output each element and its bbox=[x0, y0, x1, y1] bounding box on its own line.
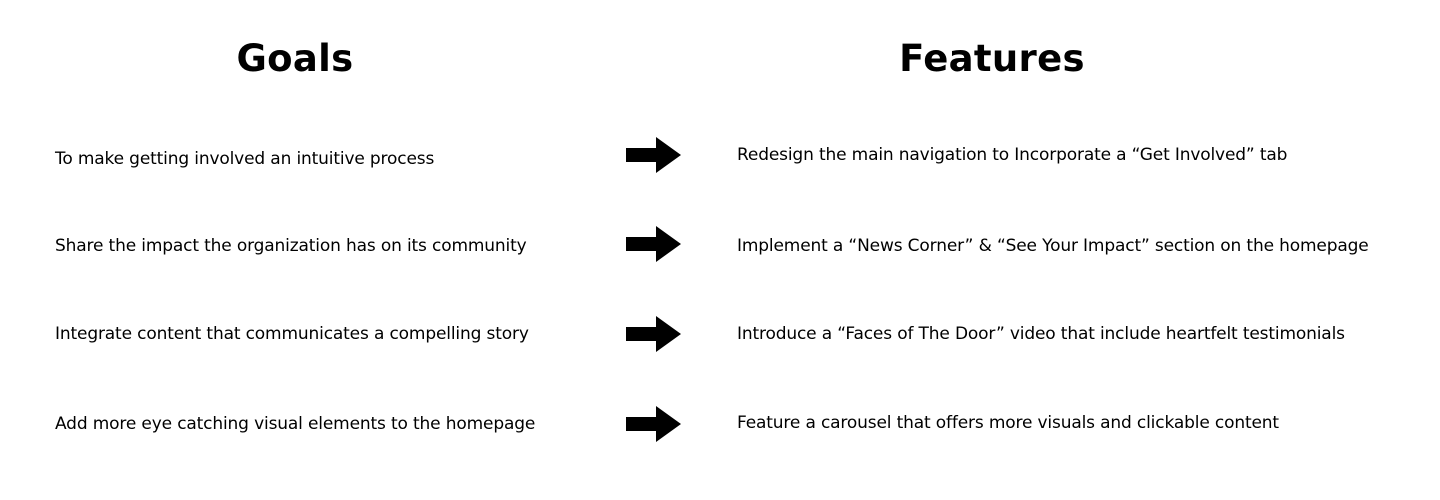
goal-text: Share the impact the organization has on… bbox=[55, 236, 527, 256]
goals-heading: Goals bbox=[236, 37, 354, 80]
goal-text: To make getting involved an intuitive pr… bbox=[55, 149, 435, 169]
right-arrow-icon bbox=[626, 226, 681, 262]
right-arrow-icon bbox=[626, 406, 681, 442]
goal-feature-row-2: Share the impact the organization has on… bbox=[0, 224, 1440, 264]
goal-text: Add more eye catching visual elements to… bbox=[55, 414, 536, 434]
right-arrow-icon bbox=[626, 316, 681, 352]
feature-text: Redesign the main navigation to Incorpor… bbox=[737, 145, 1288, 165]
goal-feature-row-1: To make getting involved an intuitive pr… bbox=[0, 135, 1440, 175]
feature-text: Feature a carousel that offers more visu… bbox=[737, 413, 1279, 433]
right-arrow-icon bbox=[626, 137, 681, 173]
goal-feature-row-3: Integrate content that communicates a co… bbox=[0, 314, 1440, 354]
features-heading: Features bbox=[899, 37, 1085, 80]
feature-text: Introduce a “Faces of The Door” video th… bbox=[737, 324, 1345, 344]
goal-feature-row-4: Add more eye catching visual elements to… bbox=[0, 404, 1440, 444]
feature-text: Implement a “News Corner” & “See Your Im… bbox=[737, 236, 1369, 256]
goal-text: Integrate content that communicates a co… bbox=[55, 324, 529, 344]
